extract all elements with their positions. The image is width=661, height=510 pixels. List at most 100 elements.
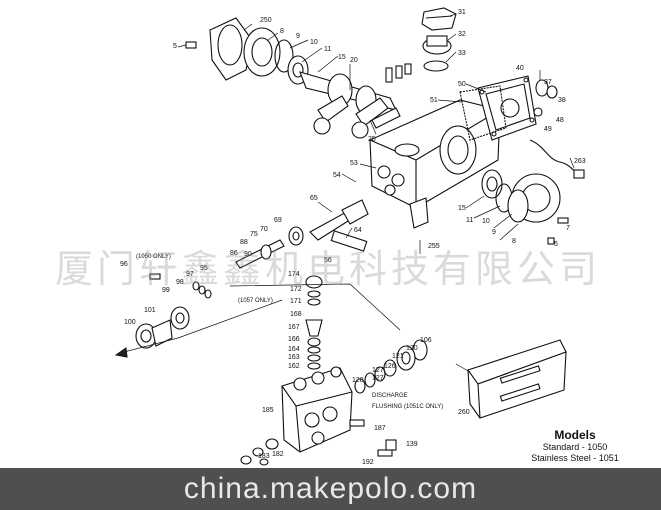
part-label-54: 54 [333, 172, 341, 179]
part-label-263: 263 [574, 158, 586, 165]
bearing-cover-250 [209, 17, 253, 81]
part-label-174: 174 [288, 271, 300, 278]
part-label-162: 162 [288, 363, 300, 370]
part-label-90: 90 [244, 251, 252, 258]
part-label-5: 5 [173, 43, 177, 50]
part-label-260: 260 [458, 409, 470, 416]
note-1050-only: (1050 ONLY) [136, 254, 171, 260]
note-flushing: FLUSHING (1051C ONLY) [372, 404, 443, 410]
manifold-fittings [240, 419, 393, 466]
valve-cap-100 [135, 319, 173, 349]
dowel-pins [385, 63, 412, 83]
note-1057-only: (1057 ONLY) [238, 298, 273, 304]
part-label-25: 25 [368, 136, 376, 143]
model-stainless: Stainless Steel - 1051 [531, 453, 619, 463]
part-label-139: 139 [406, 441, 418, 448]
site-watermark-bar: china.makepolo.com [0, 468, 661, 510]
part-label-11-right: 11 [466, 217, 473, 224]
part-label-20: 20 [350, 57, 358, 64]
part-label-50: 50 [458, 81, 466, 88]
connecting-rods [313, 95, 401, 139]
part-label-8-right: 8 [512, 238, 516, 245]
part-label-31: 31 [458, 9, 466, 16]
part-label-75: 75 [250, 231, 258, 238]
part-label-126: 126 [384, 363, 396, 370]
filler-32 [422, 35, 452, 55]
part-label-163: 163 [288, 354, 300, 361]
part-label-127: 127 [372, 367, 384, 374]
right-bolts-7 [547, 217, 569, 245]
assembly-arrow-line [123, 299, 283, 353]
part-label-51: 51 [430, 97, 438, 104]
part-label-38: 38 [558, 97, 566, 104]
part-label-185: 185 [262, 407, 274, 414]
part-label-9-right: 9 [492, 229, 496, 236]
part-label-182: 182 [272, 451, 284, 458]
valve-seat-101 [170, 306, 190, 330]
chinese-watermark: 厦门轩鑫鑫机电科技有限公司 [55, 247, 602, 291]
part-label-171: 171 [290, 298, 302, 305]
part-label-255: 255 [428, 243, 440, 250]
part-label-97: 97 [186, 271, 194, 278]
part-label-33: 33 [458, 50, 466, 57]
part-label-8: 8 [280, 28, 284, 35]
part-label-70: 70 [260, 226, 268, 233]
plunger-rods-86-90 [235, 239, 285, 269]
right-housing-8 [507, 173, 561, 223]
sight-gauge-37 [533, 79, 558, 117]
oil-seal-64 [330, 230, 368, 252]
part-label-167: 167 [288, 324, 300, 331]
part-label-88: 88 [240, 239, 248, 246]
oil-cap-31 [421, 7, 457, 31]
part-label-65: 65 [310, 195, 318, 202]
part-label-98: 98 [176, 279, 184, 286]
part-label-53: 53 [350, 160, 358, 167]
models-legend: Models Standard - 1050 Stainless Steel -… [500, 428, 650, 464]
part-label-172: 172 [290, 286, 302, 293]
note-discharge: DISCHARGE [372, 393, 408, 399]
plunger-rod-65 [309, 199, 369, 241]
mounting-bracket-260 [455, 339, 567, 419]
part-label-37: 37 [544, 79, 552, 86]
part-label-120: 120 [406, 345, 418, 352]
part-label-96: 96 [120, 261, 128, 268]
part-label-5-right: 5 [554, 241, 558, 248]
part-label-86: 86 [230, 250, 238, 257]
part-label-127b: 127 [372, 375, 384, 382]
plug-139 [385, 439, 397, 451]
part-label-32: 32 [458, 31, 466, 38]
part-label-128: 128 [352, 377, 364, 384]
leader-lines [243, 13, 575, 254]
discharge-valve-group [354, 339, 428, 394]
part-label-40: 40 [516, 65, 524, 72]
part-label-15-right: 15 [458, 205, 466, 212]
part-label-95: 95 [200, 265, 208, 272]
part-label-48: 48 [556, 117, 564, 124]
part-label-15: 15 [338, 54, 346, 61]
part-label-9: 9 [296, 33, 300, 40]
model-standard: Standard - 1050 [542, 442, 608, 452]
assembly-bracket-line [229, 283, 401, 331]
part-label-100: 100 [124, 319, 136, 326]
site-watermark-text: china.makepolo.com [183, 472, 478, 505]
part-label-7: 7 [566, 225, 570, 232]
part-label-168: 168 [290, 311, 302, 318]
part-label-10: 10 [310, 39, 318, 46]
crankcase-53 [369, 99, 501, 229]
seal-housing-8 [243, 27, 281, 77]
part-label-106: 106 [420, 337, 432, 344]
part-label-49: 49 [544, 126, 552, 133]
part-label-166: 166 [288, 336, 300, 343]
part-label-11: 11 [324, 46, 331, 53]
part-label-183: 183 [258, 453, 270, 460]
rear-cover-50 [477, 75, 537, 141]
part-label-99: 99 [162, 287, 170, 294]
o-ring-33 [423, 60, 449, 72]
part-label-69: 69 [274, 217, 282, 224]
gasket-51 [459, 85, 507, 141]
part-label-101: 101 [144, 307, 156, 314]
part-label-192: 192 [362, 459, 374, 466]
part-label-121: 121 [392, 353, 404, 360]
drain-cable-263 [529, 139, 585, 179]
